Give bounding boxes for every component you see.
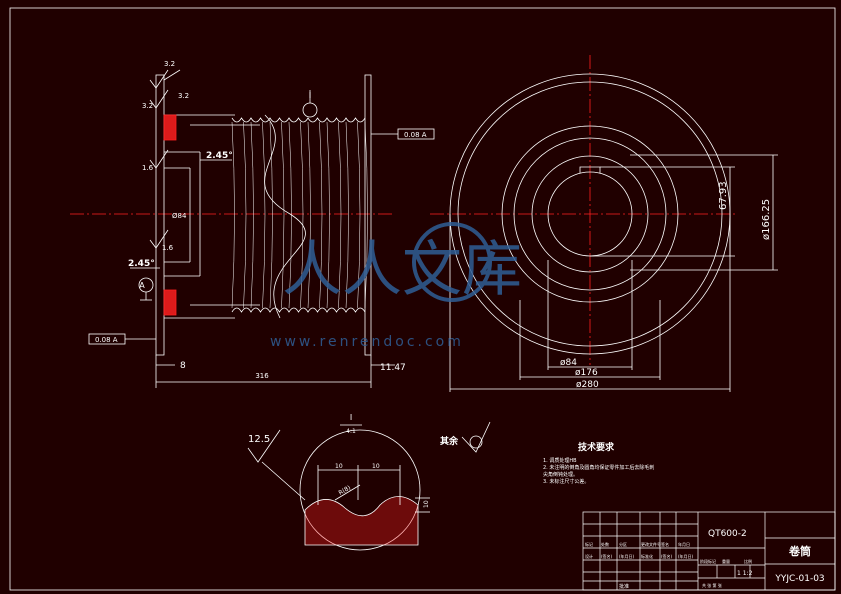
detail-dim-left: 10	[335, 463, 343, 470]
groove-line	[300, 121, 304, 309]
title-label-10: 标准化	[641, 553, 653, 559]
roughness-left-upper: 3.2	[142, 102, 153, 110]
groove-profile-bottom	[231, 307, 366, 313]
detail-scale: 4:1	[346, 428, 356, 435]
stage-label-3: 比例	[744, 558, 752, 564]
drawing-border	[9, 7, 836, 591]
roughness-rest-label: 其余	[440, 435, 459, 447]
groove-line	[319, 121, 323, 309]
groove-line	[345, 121, 349, 309]
part-name: 卷筒	[788, 544, 811, 558]
groove-line	[338, 121, 342, 309]
chamfer-bottom-label: 2.45°	[128, 259, 155, 269]
side-dim-outer: ø280	[576, 380, 599, 390]
groove-circle	[501, 125, 679, 303]
side-dim-key: 67.93	[718, 181, 729, 210]
right-flange	[364, 74, 372, 356]
groove-line	[357, 121, 361, 309]
title-row-1: 标记 处数 分区 更改文件号 签名 年月日	[585, 541, 690, 547]
groove-line	[269, 121, 273, 309]
detail-section	[304, 496, 419, 546]
roughness-left-mid: 1.6	[142, 164, 154, 172]
tech-line-1: 1. 调质处理HB	[543, 457, 577, 464]
hatch-bottom	[163, 289, 177, 316]
groove-profile-top	[231, 117, 366, 123]
title-label-12: (年月日)	[678, 553, 694, 559]
hub-circle	[531, 155, 649, 273]
detail-dim-right: 10	[372, 463, 380, 470]
break-line	[264, 114, 306, 319]
title-row-2: 设计 (签名) (年月日) 标准化 (签名) (年月日)	[585, 553, 694, 559]
groove-line	[231, 121, 235, 309]
detail-callout: I	[309, 91, 311, 100]
title-label-4: 更改文件号	[641, 541, 661, 547]
tech-line-2: 2. 未注明的倒角及圆角均保证零件加工后去除毛刺	[543, 464, 654, 471]
roughness-top: 3.2	[164, 60, 175, 68]
roughness-flange: 3.2	[178, 92, 189, 100]
approve-label: 批准	[619, 583, 629, 590]
title-label-5: 签名	[661, 541, 669, 547]
roughness-groove: 12.5	[248, 434, 270, 445]
title-label-9: (年月日)	[619, 553, 635, 559]
title-label-11: (签名)	[661, 553, 673, 559]
dim-left-offset: 8	[180, 361, 186, 371]
title-label-3: 分区	[619, 541, 627, 547]
groove-line	[364, 121, 368, 309]
side-view	[430, 55, 778, 392]
material-label: QT600-2	[708, 529, 747, 539]
detail-marker-circle	[302, 102, 318, 118]
hatch-top	[163, 114, 177, 141]
datum-label: A	[139, 281, 145, 290]
detail-circle	[299, 429, 421, 551]
runout-bottom-label: 0.08 A	[95, 336, 118, 344]
tech-line-4: 3. 未标注尺寸公差。	[543, 478, 589, 485]
groove-line	[281, 121, 285, 309]
stage-label-1: 阶段标记	[700, 558, 716, 564]
title-block	[582, 511, 836, 591]
runout-top-label: 0.08 A	[404, 131, 427, 139]
watermark-logo-circle	[412, 222, 492, 302]
scale-text: 1 1:2	[737, 570, 753, 577]
sheet-label: 共 张 第 张	[702, 582, 722, 588]
tech-line-3: 尖角倒钝处理。	[543, 471, 578, 478]
tech-heading: 技术要求	[578, 441, 615, 453]
stage-label-2: 重量	[722, 558, 730, 564]
side-dim-bore: ø84	[560, 358, 577, 368]
groove-line	[250, 121, 254, 309]
side-dim-hub: ø176	[575, 368, 598, 378]
title-label-6: 年月日	[678, 541, 690, 547]
roughness-left-low: 1.6	[162, 244, 174, 252]
detail-dim-depth: 10	[423, 500, 430, 508]
groove-line	[326, 121, 330, 309]
front-view	[70, 69, 435, 388]
watermark-chars: 人人文库	[282, 235, 522, 305]
bore-label: Ø84	[172, 212, 187, 220]
detail-view	[247, 421, 491, 551]
title-label-7: 设计	[585, 553, 593, 559]
drawing-number: YYJC-01-03	[774, 574, 824, 584]
chamfer-top-label: 2.45°	[206, 151, 233, 161]
groove-line	[243, 121, 247, 309]
detail-dim-radius: R(8)	[338, 484, 352, 496]
watermark: 人人文库 www.renrendoc.com	[270, 222, 522, 350]
side-dim-groove: ø166.25	[761, 199, 772, 240]
title-label-2: 处数	[601, 541, 609, 547]
dim-total-length: 316	[255, 372, 269, 380]
title-label-8: (签名)	[601, 553, 613, 559]
keyway	[579, 166, 601, 173]
title-label-1: 标记	[585, 541, 593, 547]
dim-right-offset: 11.47	[380, 363, 406, 373]
groove-line	[262, 121, 266, 309]
groove-line	[307, 121, 311, 309]
watermark-url: www.renrendoc.com	[270, 334, 464, 350]
detail-label: I	[350, 413, 352, 422]
left-flange	[155, 74, 165, 356]
